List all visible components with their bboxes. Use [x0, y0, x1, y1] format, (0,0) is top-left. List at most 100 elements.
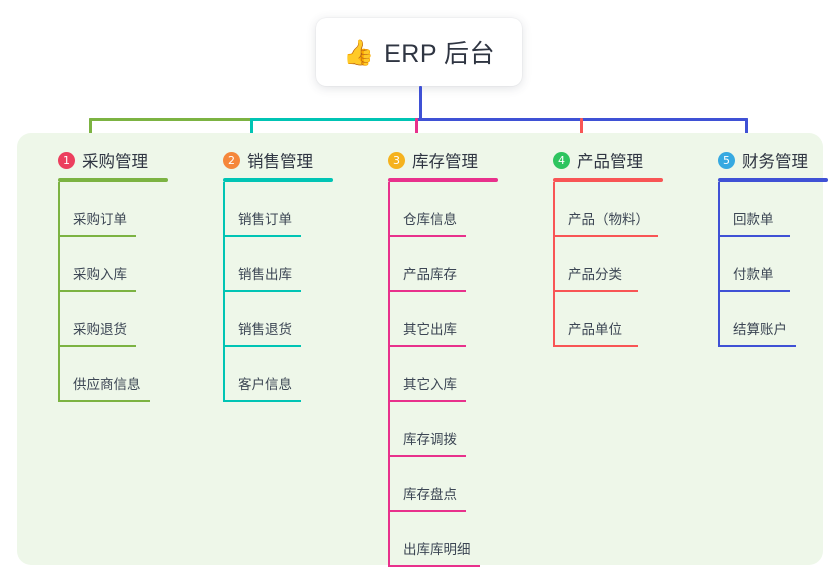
sub-item-label: 付款单 — [733, 267, 774, 282]
sub-item[interactable]: 采购退货 — [36, 292, 168, 347]
branch-header-财务管理[interactable]: 5 财务管理 — [696, 148, 828, 172]
sub-item[interactable]: 出库库明细 — [366, 512, 498, 567]
branch-spine-line — [223, 182, 225, 402]
branch-header-rule — [388, 178, 498, 182]
sub-item[interactable]: 销售出库 — [201, 237, 333, 292]
sub-item-label: 出库库明细 — [403, 542, 471, 557]
branch-label: 产品管理 — [577, 153, 643, 171]
branch-spine-line — [388, 182, 390, 567]
branch-spine-line — [58, 182, 60, 402]
sub-item[interactable]: 仓库信息 — [366, 182, 498, 237]
sub-item-rule — [223, 345, 301, 347]
sub-item-rule — [553, 290, 638, 292]
sub-item-rule — [388, 565, 480, 567]
sub-item[interactable]: 销售订单 — [201, 182, 333, 237]
branch-sub-items: 回款单付款单结算账户 — [696, 182, 828, 347]
branch-label: 财务管理 — [742, 153, 808, 171]
branch-label: 库存管理 — [412, 153, 478, 171]
sub-item-label: 销售退货 — [238, 322, 292, 337]
branch-label: 采购管理 — [82, 153, 148, 171]
sub-item-label: 销售出库 — [238, 267, 292, 282]
sub-item[interactable]: 采购订单 — [36, 182, 168, 237]
sub-item[interactable]: 回款单 — [696, 182, 828, 237]
sub-item-label: 产品单位 — [568, 322, 622, 337]
branch-number-badge: 5 — [718, 151, 735, 169]
sub-item[interactable]: 产品分类 — [531, 237, 663, 292]
sub-item-label: 采购退货 — [73, 322, 127, 337]
sub-item[interactable]: 产品（物料） — [531, 182, 663, 237]
sub-item[interactable]: 销售退货 — [201, 292, 333, 347]
branch-header-rule — [553, 178, 663, 182]
sub-item-label: 供应商信息 — [73, 377, 141, 392]
sub-item[interactable]: 库存盘点 — [366, 457, 498, 512]
sub-item[interactable]: 其它出库 — [366, 292, 498, 347]
branch-header-采购管理[interactable]: 1 采购管理 — [36, 148, 168, 172]
sub-item-rule — [58, 235, 136, 237]
sub-item-rule — [553, 345, 638, 347]
sub-item-rule — [223, 235, 301, 237]
branch-sub-items: 产品（物料） 产品分类产品单位 — [531, 182, 663, 347]
sub-item-rule — [718, 290, 790, 292]
sub-item-label: 采购入库 — [73, 267, 127, 282]
sub-item-rule — [388, 455, 466, 457]
sub-item-label: 销售订单 — [238, 212, 292, 227]
sub-item[interactable]: 库存调拨 — [366, 402, 498, 457]
sub-item-label: 回款单 — [733, 212, 774, 227]
branch-number-badge: 1 — [58, 151, 75, 169]
branches-panel — [17, 133, 823, 565]
sub-item-rule — [388, 510, 466, 512]
sub-item[interactable]: 产品单位 — [531, 292, 663, 347]
sub-item[interactable]: 其它入库 — [366, 347, 498, 402]
root-node-title: ERP 后台 — [384, 40, 496, 68]
branch-header-rule — [223, 178, 333, 182]
bus-segment-1 — [89, 118, 253, 121]
sub-item-rule — [388, 345, 466, 347]
branch-label: 销售管理 — [247, 153, 313, 171]
sub-item-rule — [388, 290, 466, 292]
branch-number-badge: 2 — [223, 151, 240, 169]
branch-spine-line — [718, 182, 720, 347]
sub-item-rule — [58, 345, 136, 347]
branch-header-rule — [718, 178, 828, 182]
sub-item-rule — [718, 345, 796, 347]
sub-item-label: 产品库存 — [403, 267, 457, 282]
sub-item-rule — [553, 235, 658, 237]
sub-item-rule — [388, 235, 466, 237]
sub-item[interactable]: 采购入库 — [36, 237, 168, 292]
sub-item-label: 库存调拨 — [403, 432, 457, 447]
sub-item-label: 客户信息 — [238, 377, 292, 392]
sub-item-label: 采购订单 — [73, 212, 127, 227]
thumbs-up-icon: 👍 — [342, 37, 375, 67]
sub-item-rule — [58, 400, 150, 402]
branch-sub-items: 仓库信息产品库存其它出库其它入库库存调拨库存盘点出库库明细 — [366, 182, 498, 567]
sub-item-label: 产品分类 — [568, 267, 622, 282]
sub-item[interactable]: 供应商信息 — [36, 347, 168, 402]
sub-item-label: 结算账户 — [733, 322, 787, 337]
sub-item[interactable]: 结算账户 — [696, 292, 828, 347]
branch-header-rule — [58, 178, 168, 182]
branch-column-销售管理: 2 销售管理销售订单销售出库销售退货客户信息 — [201, 148, 333, 402]
sub-item[interactable]: 客户信息 — [201, 347, 333, 402]
sub-item[interactable]: 付款单 — [696, 237, 828, 292]
sub-item-label: 其它出库 — [403, 322, 457, 337]
sub-item-rule — [388, 400, 466, 402]
root-stem-line — [419, 86, 422, 121]
branch-column-财务管理: 5 财务管理回款单付款单结算账户 — [696, 148, 828, 347]
branch-header-销售管理[interactable]: 2 销售管理 — [201, 148, 333, 172]
sub-item-rule — [718, 235, 790, 237]
sub-item-label: 库存盘点 — [403, 487, 457, 502]
sub-item-label: 仓库信息 — [403, 212, 457, 227]
branch-sub-items: 销售订单销售出库销售退货客户信息 — [201, 182, 333, 402]
bus-segment-2 — [250, 118, 418, 121]
branch-column-采购管理: 1 采购管理采购订单采购入库采购退货供应商信息 — [36, 148, 168, 402]
sub-item-rule — [223, 290, 301, 292]
sub-item[interactable]: 产品库存 — [366, 237, 498, 292]
branch-spine-line — [553, 182, 555, 347]
sub-item-label: 其它入库 — [403, 377, 457, 392]
root-node-card[interactable]: 👍 ERP 后台 — [316, 18, 522, 86]
